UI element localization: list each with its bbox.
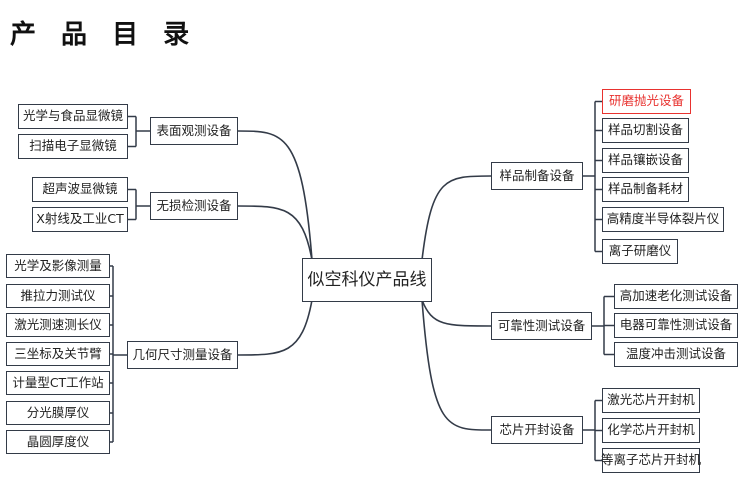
leaf-node-5-0[interactable]: 激光芯片开封机 — [602, 388, 700, 413]
leaf-node-2-6[interactable]: 晶圆厚度仪 — [6, 430, 110, 454]
leaf-node-0-0[interactable]: 光学与食品显微镜 — [18, 104, 128, 129]
leaf-node-2-4[interactable]: 计量型CT工作站 — [6, 371, 110, 395]
connector-root-1 — [237, 205, 313, 261]
leaf-node-1-1[interactable]: X射线及工业CT — [32, 207, 128, 232]
page-title: 产 品 目 录 — [10, 20, 198, 50]
connector-root-5 — [421, 299, 492, 431]
leaf-node-2-1[interactable]: 推拉力测试仪 — [6, 284, 110, 308]
leaf-node-2-0[interactable]: 光学及影像测量 — [6, 254, 110, 278]
root-node[interactable]: 似空科仪产品线 — [302, 258, 432, 302]
branch-node-2[interactable]: 几何尺寸测量设备 — [127, 341, 238, 369]
leaf-node-5-2[interactable]: 等离子芯片开封机 — [601, 448, 701, 473]
connector-root-3 — [421, 175, 492, 261]
branch-node-1[interactable]: 无损检测设备 — [150, 192, 238, 220]
leaf-node-2-3[interactable]: 三坐标及关节臂 — [6, 342, 110, 366]
leaf-node-4-0[interactable]: 高加速老化测试设备 — [614, 284, 738, 309]
connector-root-0 — [237, 130, 313, 261]
leaf-node-3-0[interactable]: 研磨抛光设备 — [602, 89, 691, 114]
leaf-node-4-2[interactable]: 温度冲击测试设备 — [614, 342, 738, 367]
branch-node-5[interactable]: 芯片开封设备 — [491, 416, 583, 444]
leaf-node-1-0[interactable]: 超声波显微镜 — [32, 177, 128, 202]
leaf-node-3-1[interactable]: 样品切割设备 — [602, 118, 689, 143]
branch-node-3[interactable]: 样品制备设备 — [491, 162, 583, 190]
leaf-node-2-2[interactable]: 激光测速测长仪 — [6, 313, 110, 337]
connector-root-2 — [237, 299, 313, 356]
leaf-node-3-4[interactable]: 高精度半导体裂片仪 — [602, 207, 724, 232]
branch-node-0[interactable]: 表面观测设备 — [150, 117, 238, 145]
leaf-node-0-1[interactable]: 扫描电子显微镜 — [18, 134, 128, 159]
branch-node-4[interactable]: 可靠性测试设备 — [491, 312, 592, 340]
leaf-node-5-1[interactable]: 化学芯片开封机 — [602, 418, 700, 443]
leaf-node-3-2[interactable]: 样品镶嵌设备 — [602, 148, 689, 173]
leaf-node-4-1[interactable]: 电器可靠性测试设备 — [614, 313, 738, 338]
leaf-node-2-5[interactable]: 分光膜厚仪 — [6, 401, 110, 425]
connector-root-4 — [421, 299, 492, 327]
leaf-node-3-3[interactable]: 样品制备耗材 — [602, 177, 689, 202]
leaf-node-3-5[interactable]: 离子研磨仪 — [602, 239, 678, 264]
